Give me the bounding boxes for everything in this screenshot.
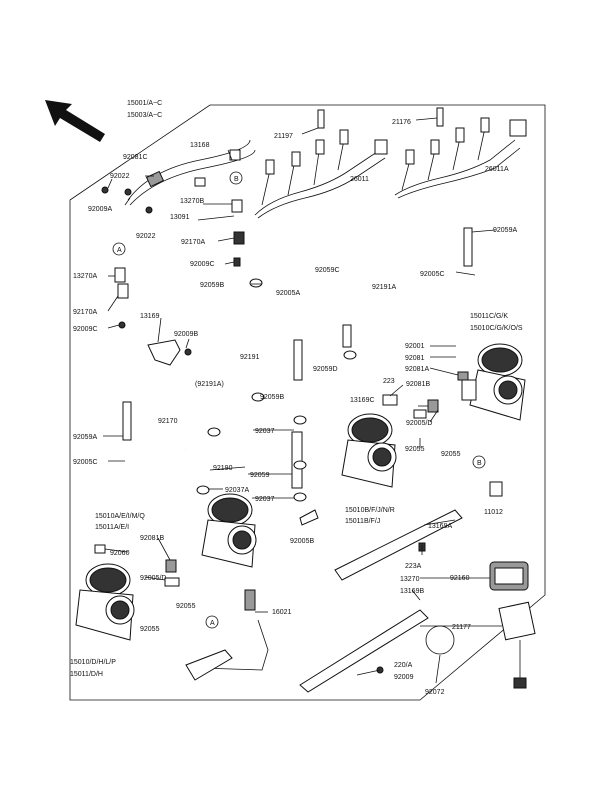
label-92059b-top: 92059B [200,282,224,289]
label-92005c-left: 92005C [73,459,98,466]
label-92072: 92072 [425,689,445,696]
label-16021: 16021 [272,609,292,616]
front-direction-arrow [45,100,105,142]
label-92009c-left: 92009C [73,326,98,333]
label-26011: 26011 [350,176,369,183]
label-21176: 21176 [392,119,411,126]
label-15003: 15003/A~C [127,112,162,119]
label-13270a: 13270A [73,273,97,280]
label-92001: 92001 [405,343,425,350]
wiring-harness-26011a [394,107,527,199]
label-92059a-right: 92059A [493,227,517,234]
label-13169a: 13169A [428,523,452,530]
label-92060: 92060 [110,550,130,557]
label-21177: 21177 [452,624,471,631]
label-92009: 92009 [394,674,414,681]
small-parts [94,278,503,611]
wiring-harness-26011 [254,109,388,219]
label-92081b-right: 92081B [406,381,430,388]
label-223: 223 [383,378,395,385]
leader-lines [103,117,502,684]
label-26011a: 26011A [485,166,509,173]
label-220a: 220/A [394,662,413,669]
label-13169: 13169 [140,313,160,320]
label-92022-a: 92022 [110,173,130,180]
label-92059c: 92059C [315,267,340,274]
label-92037-a: 92037 [255,428,275,435]
label-92081a: 92081A [405,366,429,373]
label-92081b-left: 92081B [140,535,164,542]
label-92022-b: 92022 [136,233,156,240]
bracket-13169 [114,267,192,366]
label-15011a: 15011A/E/I [95,524,129,531]
carburetor-top-right [461,343,526,421]
carburetor-middle [341,413,397,488]
label-92037-b: 92037 [255,496,275,503]
relay-and-cover [425,561,536,689]
part-number-labels: 15001/A~C 15003/A~C 13168 92081C 92022 9… [70,100,523,696]
label-92055-a: 92055 [176,603,196,610]
label-15011d: 15011/D/H [70,671,103,678]
label-15001: 15001/A~C [127,100,162,107]
label-223a: 223A [405,563,422,570]
callout-a-2-label: A [210,620,215,627]
label-15010c: 15010C/G/K/O/S [470,325,523,332]
callout-b-1-label: B [234,176,239,183]
label-13091: 13091 [170,214,190,221]
label-92170: 92170 [158,418,178,425]
label-92081c: 92081C [123,154,148,161]
label-13270b: 13270B [180,198,204,205]
callout-b-1: B [229,171,243,185]
label-92005d-right: 92005/D [406,420,432,427]
carburetor-bottom-left [75,563,135,641]
label-92055-right: 92055 [441,451,461,458]
label-15011c: 15011C/G/K [470,313,508,320]
label-15011b: 15011B/F/J [345,518,380,525]
label-92160: 92160 [450,575,470,582]
label-92059: 92059 [250,472,270,479]
label-92059d: 92059D [313,366,338,373]
assembly-frame [69,104,546,701]
label-92009b: 92009B [174,331,198,338]
callout-a-2: A [205,615,219,629]
label-92055-mid: 92055 [405,446,425,453]
label-92191a-mid: (92191A) [195,381,224,388]
label-92170a-top: 92170A [181,239,205,246]
label-11012: 11012 [484,509,503,516]
label-92170a-left: 92170A [73,309,97,316]
label-15010a: 15010A/E/I/M/Q [95,513,145,520]
label-92059a-left: 92059A [73,434,97,441]
label-92005c-right: 92005C [420,271,445,278]
label-92191: 92191 [240,354,260,361]
label-92005a: 92005A [276,290,300,297]
label-13168: 13168 [190,142,210,149]
label-21197: 21197 [274,133,293,140]
label-13169b: 13169B [400,588,424,595]
label-92055-b: 92055 [140,626,160,633]
label-92059b-mid: 92059B [260,394,284,401]
label-92005b: 92005B [290,538,314,545]
wire-bracket-assembly [101,139,256,267]
label-15010b: 15010B/F/J/N/R [345,507,395,514]
hoses [122,227,473,489]
carburetor-left-middle [201,493,257,568]
label-92190: 92190 [213,465,233,472]
label-92191a-top: 92191A [372,284,396,291]
callout-a-1: A [112,242,126,256]
label-92009c-top: 92009C [190,261,215,268]
label-92081: 92081 [405,355,425,362]
callout-a-1-label: A [117,247,122,254]
label-13169c: 13169C [350,397,375,404]
label-15010d: 15010/D/H/L/P [70,659,116,666]
label-92005d-left: 92005/D [140,575,166,582]
callout-b-2-label: B [477,460,482,467]
callout-b-2: B [472,455,486,469]
label-92037a: 92037A [225,487,249,494]
label-92009a: 92009A [88,206,112,213]
label-13270: 13270 [400,576,420,583]
